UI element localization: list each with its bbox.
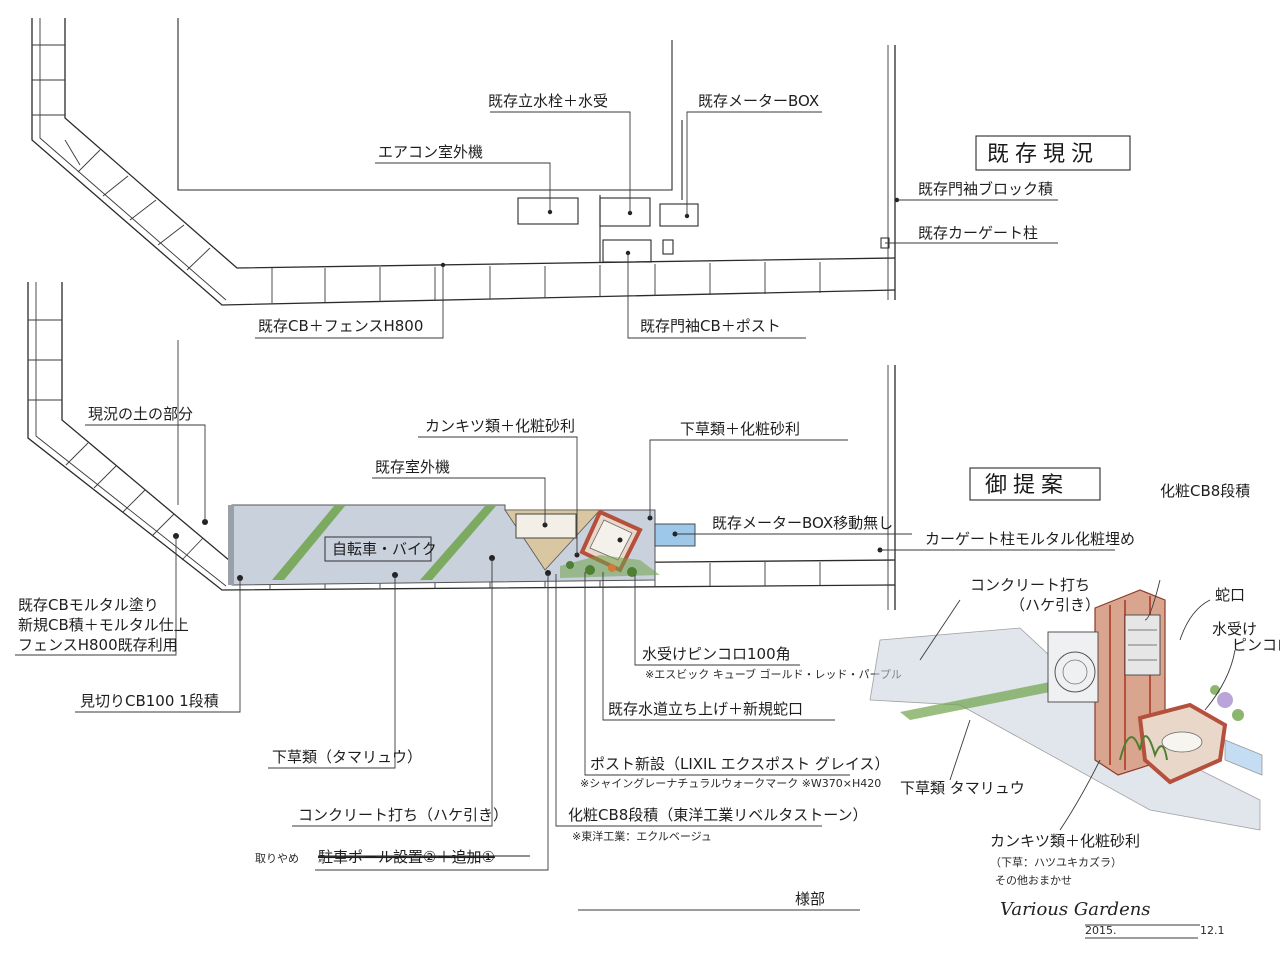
label-meter-box-move: 既存メーターBOX移動無し [712, 514, 893, 532]
existing-title: 既存現況 [987, 142, 1099, 167]
label-persp-groundcover: 下草類 タマリュウ [900, 779, 1025, 797]
label-outdoor-unit: 既存室外機 [375, 458, 450, 476]
label-water-tap: 既存立水栓＋水受 [488, 92, 608, 110]
label-cb-fence: 既存CB＋フェンスH800 [258, 317, 423, 335]
label-cb-one-course: 見切りCB100 1段積 [80, 692, 219, 710]
label-meter-box: 既存メーターBOX [698, 92, 819, 110]
proposal-plan: 自転車・バイク 現況の土の部分 カンキツ類＋化粧砂利 既存室 [15, 282, 1135, 911]
label-water-receiver: 水受けピンコロ100角 [642, 645, 791, 663]
proposal-title: 御提案 [985, 473, 1069, 498]
signature-date: 2015. [1085, 924, 1117, 937]
existing-plan: 既存立水栓＋水受 既存メーターBOX エアコン室外機 既存門袖ブロック積 既存カ… [31, 18, 1131, 339]
label-groundcover: 下草類（タマリュウ） [272, 748, 422, 766]
signature-date-tail: 12.1 [1200, 924, 1225, 937]
label-section: 様部 [795, 890, 825, 908]
label-bicycle: 自転車・バイク [332, 540, 437, 558]
label-persp-concrete-2: （ハケ引き） [1010, 596, 1100, 614]
label-persp-cb8: 化粧CB8段積 [1160, 482, 1250, 500]
label-post: ポスト新設（LIXIL エクスポスト グレイス） [590, 755, 889, 773]
label-persp-shrubs-note: （下草：ハツユキカズラ） [990, 855, 1122, 869]
label-existing-cb-2: 新規CB積＋モルタル仕上 [18, 616, 189, 634]
label-sleeve-block: 既存門袖ブロック積 [918, 180, 1053, 198]
existing-wall-outer [31, 18, 896, 306]
proposal-title-box [969, 467, 1101, 501]
label-carport-post: 既存カーゲート柱 [918, 224, 1038, 242]
label-persp-others: その他おまかせ [995, 874, 1072, 887]
label-post-note: ※シャイングレーナチュラルウォークマーク ※W370×H420 [580, 776, 881, 790]
label-cb8: 化粧CB8段積（東洋工業リベルタストーン） [568, 806, 868, 824]
label-persp-receiver-2: ピンコロ [1232, 636, 1280, 654]
label-carport-post-mortar: カーゲート柱モルタル化粧埋め [925, 530, 1135, 548]
signature-name: Various Gardens [1000, 899, 1151, 920]
label-shrubs-top: カンキツ類＋化粧砂利 [425, 417, 575, 435]
existing-wall-inner [64, 18, 896, 269]
label-water-receiver-note: ※エスビック キューブ ゴールド・レッド・パープル [645, 667, 902, 681]
label-cb8-note: ※東洋工業：エクルベージュ [572, 829, 712, 843]
label-strike: 駐車ポール設置②＋追加① [318, 848, 495, 866]
label-persp-faucet: 蛇口 [1215, 586, 1245, 604]
label-persp-receiver-1: 水受け [1212, 620, 1257, 638]
label-concrete: コンクリート打ち（ハケ引き） [298, 806, 508, 824]
label-groundcover-top: 下草類＋化粧砂利 [680, 420, 800, 438]
label-current-earth: 現況の土の部分 [88, 405, 193, 423]
label-persp-shrubs: カンキツ類＋化粧砂利 [990, 832, 1140, 850]
existing-title-box [975, 135, 1131, 171]
perspective-sketch: 化粧CB8段積 蛇口 水受け ピンコロ コンクリート打ち （ハケ引き） 下草類 … [869, 482, 1280, 939]
label-gate-post: 既存門袖CB＋ポスト [640, 317, 781, 335]
label-water-pipe: 既存水道立ち上げ＋新規蛇口 [608, 700, 803, 718]
label-existing-cb-3: フェンスH800既存利用 [18, 636, 178, 654]
label-existing-cb-1: 既存CBモルタル塗り [18, 596, 159, 614]
label-strike-note: 取りやめ [255, 852, 299, 865]
label-aircon: エアコン室外機 [378, 143, 483, 161]
label-persp-concrete-1: コンクリート打ち [970, 576, 1090, 594]
